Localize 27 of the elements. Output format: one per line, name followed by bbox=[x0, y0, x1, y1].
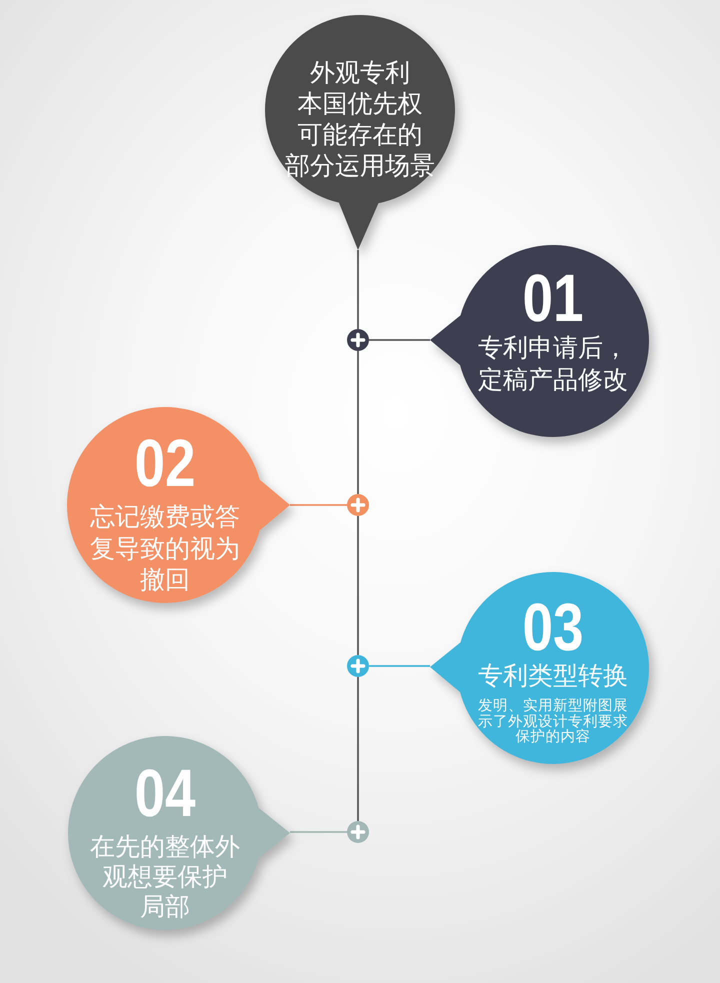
plus-icon bbox=[347, 821, 369, 843]
speech-bubble bbox=[430, 245, 649, 437]
connector-line bbox=[357, 516, 359, 655]
connector-line bbox=[290, 504, 347, 506]
bubble-heading: 专利类型转换 bbox=[478, 660, 628, 691]
speech-bubble bbox=[68, 736, 290, 930]
bubble-text: 忘记缴费或答复导致的视为撤回 bbox=[90, 501, 240, 596]
step-number: 04 bbox=[134, 766, 196, 822]
speech-bubble bbox=[67, 407, 290, 603]
connector-line bbox=[369, 339, 430, 341]
bubble-text: 外观专利本国优先权可能存在的部分运用场景 bbox=[285, 57, 435, 181]
plus-icon bbox=[347, 329, 369, 351]
connector-line bbox=[357, 677, 359, 821]
step-number: 02 bbox=[134, 436, 196, 492]
bubble-note: 发明、实用新型附图展示了外观设计专利要求保护的内容 bbox=[478, 699, 628, 746]
speech-bubble bbox=[430, 572, 649, 764]
connector-line bbox=[357, 351, 359, 494]
step-number: 01 bbox=[522, 271, 584, 327]
connector-line bbox=[357, 250, 359, 329]
connector-line bbox=[369, 665, 430, 667]
connector-line bbox=[290, 831, 347, 833]
step-number: 03 bbox=[522, 600, 584, 656]
plus-icon bbox=[347, 655, 369, 677]
speech-bubble bbox=[265, 15, 455, 250]
bubble-text: 专利申请后，定稿产品修改 bbox=[478, 332, 628, 396]
bubble-text: 在先的整体外观想要保护局部 bbox=[90, 832, 240, 922]
plus-icon bbox=[347, 494, 369, 516]
